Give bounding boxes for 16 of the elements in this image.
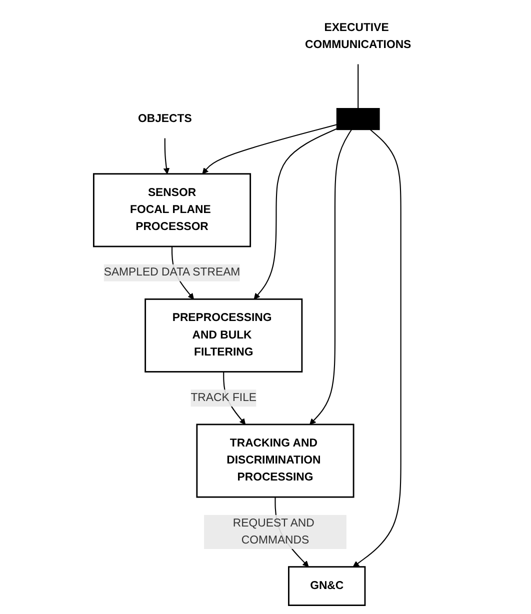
node-text: EXECUTIVE COMMUNICATIONS [305, 22, 412, 51]
edge-label: SAMPLED DATA STREAM [104, 266, 241, 279]
arrow [164, 138, 170, 174]
edge-label: TRACK FILE [191, 392, 257, 404]
arrow [202, 124, 338, 174]
arrow [310, 129, 352, 425]
arrow [353, 129, 402, 568]
node-box: GN&C [288, 566, 366, 606]
edge-label: REQUEST AND COMMANDS [233, 517, 315, 546]
arrow [254, 128, 338, 300]
node-box: PREPROCESSING AND BULK FILTERING [145, 298, 304, 372]
node-text: OBJECTS [138, 112, 192, 125]
node-box: SENSOR FOCAL PLANE PROCESSOR [93, 173, 252, 248]
node-box: TRACKING AND DISCRIMINATION PROCESSING [196, 424, 355, 498]
node-bar [336, 108, 380, 130]
connector [358, 64, 360, 108]
